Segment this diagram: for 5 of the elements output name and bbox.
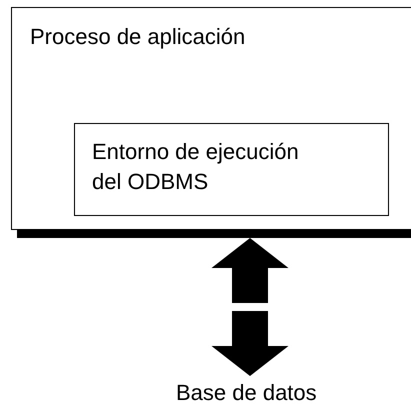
node-label: Base de datos — [176, 379, 317, 407]
double-arrow — [212, 238, 288, 376]
box-title: Entorno de ejecución del ODBMS — [92, 138, 300, 196]
runtime-box — [74, 123, 389, 216]
box-title: Proceso de aplicación — [30, 23, 246, 51]
